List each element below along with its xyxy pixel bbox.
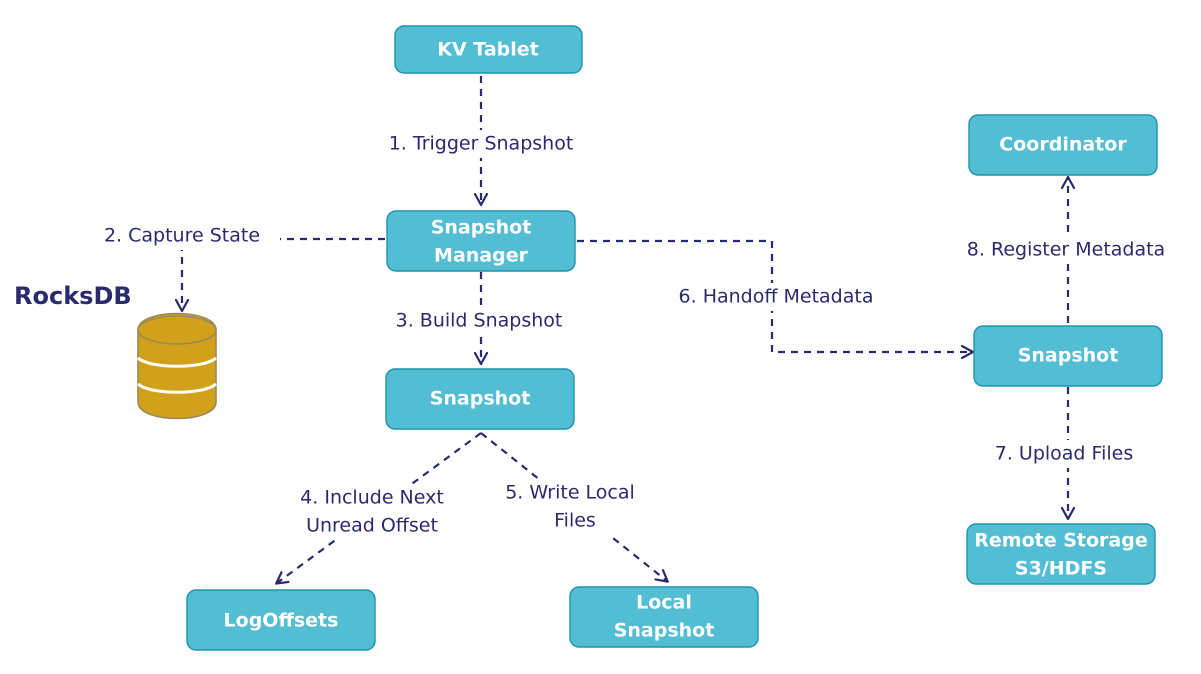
node-remote-storage: Remote Storage S3/HDFS: [966, 523, 1156, 585]
svg-text:Remote Storage: Remote Storage: [974, 530, 1147, 552]
node-snapshot: Snapshot: [385, 368, 575, 430]
svg-text:5. Write Local: 5. Write Local: [505, 482, 635, 504]
label-register-metadata: 8. Register Metadata: [944, 236, 1188, 264]
node-snapshot-manager: Snapshot Manager: [386, 210, 576, 272]
svg-text:3. Build Snapshot: 3. Build Snapshot: [396, 310, 563, 332]
svg-text:Snapshot: Snapshot: [431, 217, 532, 239]
svg-text:Local: Local: [636, 592, 692, 614]
svg-text:8. Register Metadata: 8. Register Metadata: [967, 239, 1165, 261]
svg-text:Snapshot: Snapshot: [430, 388, 531, 410]
node-coordinator: Coordinator: [968, 114, 1158, 176]
label-handoff-metadata: 6. Handoff Metadata: [658, 283, 896, 311]
svg-text:7. Upload Files: 7. Upload Files: [995, 443, 1133, 465]
rocksdb-title: RocksDB: [14, 282, 132, 310]
svg-text:Coordinator: Coordinator: [999, 134, 1127, 156]
node-kv-tablet: KV Tablet: [394, 25, 583, 74]
svg-text:2. Capture State: 2. Capture State: [104, 225, 260, 247]
edge-include-offset: [277, 432, 482, 583]
label-trigger-snapshot: 1. Trigger Snapshot: [372, 130, 590, 158]
svg-text:Unread Offset: Unread Offset: [306, 515, 438, 537]
svg-text:KV Tablet: KV Tablet: [437, 39, 538, 61]
label-write-local-files: 5. Write Local Files: [490, 480, 648, 536]
label-build-snapshot: 3. Build Snapshot: [379, 307, 581, 335]
node-local-snapshot: Local Snapshot: [569, 586, 759, 648]
svg-text:1. Trigger Snapshot: 1. Trigger Snapshot: [389, 133, 574, 155]
svg-text:Files: Files: [554, 510, 596, 532]
node-snapshot-remote: Snapshot: [973, 325, 1163, 387]
database-icon: [136, 312, 218, 420]
svg-text:Snapshot: Snapshot: [614, 620, 715, 642]
svg-text:S3/HDFS: S3/HDFS: [1015, 558, 1107, 580]
svg-text:Snapshot: Snapshot: [1018, 345, 1119, 367]
label-include-offset: 4. Include Next Unread Offset: [283, 484, 459, 540]
svg-text:LogOffsets: LogOffsets: [224, 610, 339, 632]
edge-capture-state: [182, 237, 385, 310]
svg-text:Manager: Manager: [434, 245, 529, 267]
svg-text:4. Include Next: 4. Include Next: [300, 487, 444, 509]
label-upload-files: 7. Upload Files: [980, 440, 1150, 468]
svg-text:6. Handoff Metadata: 6. Handoff Metadata: [679, 286, 874, 308]
label-capture-state: 2. Capture State: [84, 222, 280, 250]
node-log-offsets: LogOffsets: [186, 589, 376, 651]
